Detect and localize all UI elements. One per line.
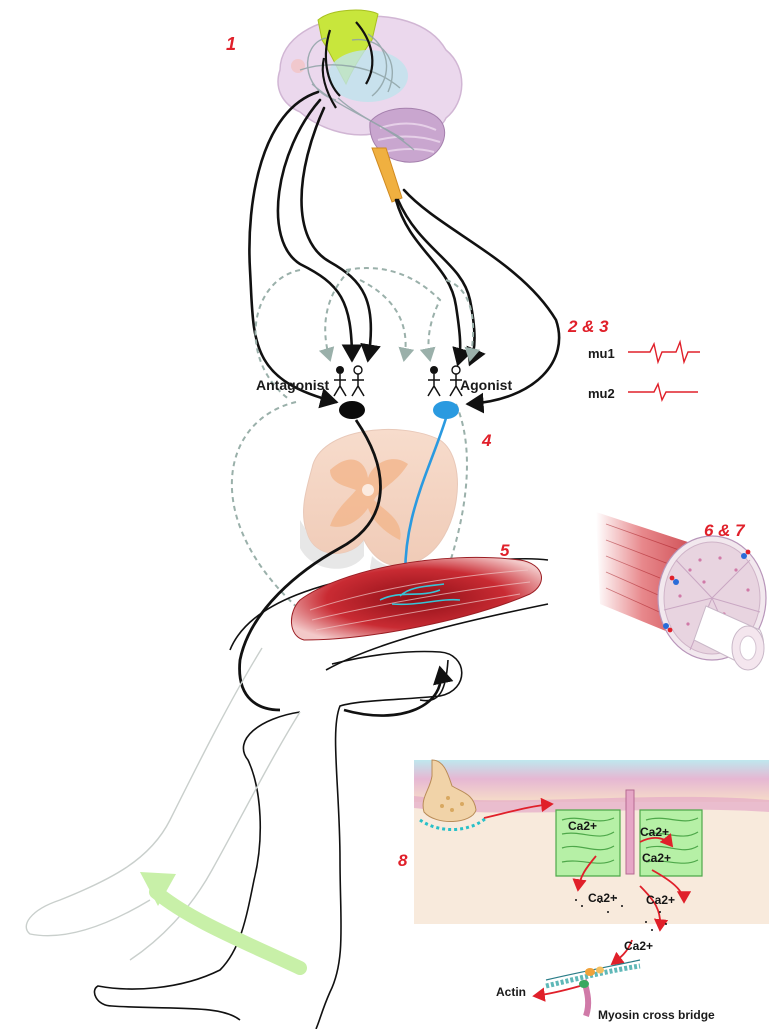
actin-label: Actin: [496, 985, 526, 999]
antagonist-neuron-group: [334, 366, 365, 419]
mu1-trace: [628, 342, 700, 362]
calcium-label: Ca2+: [588, 891, 617, 905]
agonist-label: Agonist: [460, 377, 512, 393]
step-4-label: 4: [481, 431, 492, 450]
stretch-reflex-afferent: [344, 668, 441, 716]
excitation-contraction-panel: [414, 760, 769, 1016]
step-8-label: 8: [398, 851, 408, 870]
basal-ganglia: [328, 50, 408, 102]
myosin-label: Myosin cross bridge: [598, 1008, 715, 1022]
thigh-muscle: [291, 557, 541, 640]
mu2-label: mu2: [588, 386, 615, 401]
movement-arrow: [156, 892, 300, 968]
agonist-neuron-group: [428, 366, 462, 419]
step-1-label: 1: [226, 34, 236, 54]
step-6-7-label: 6 & 7: [704, 521, 746, 540]
antagonist-motor-neuron: [339, 401, 365, 419]
agonist-motor-neuron: [433, 401, 459, 419]
step-2-3-label: 2 & 3: [567, 317, 609, 336]
calcium-label: Ca2+: [640, 825, 669, 839]
mu1-label: mu1: [588, 346, 615, 361]
t-tubule: [626, 790, 634, 874]
step-5-label: 5: [500, 541, 510, 560]
calcium-label: Ca2+: [642, 851, 671, 865]
calcium-label: Ca2+: [646, 893, 675, 907]
brain: [278, 10, 462, 202]
mu2-trace: [628, 384, 698, 400]
calcium-label: Ca2+: [568, 819, 597, 833]
calcium-label: Ca2+: [624, 939, 653, 953]
antagonist-label: Antagonist: [256, 377, 329, 393]
